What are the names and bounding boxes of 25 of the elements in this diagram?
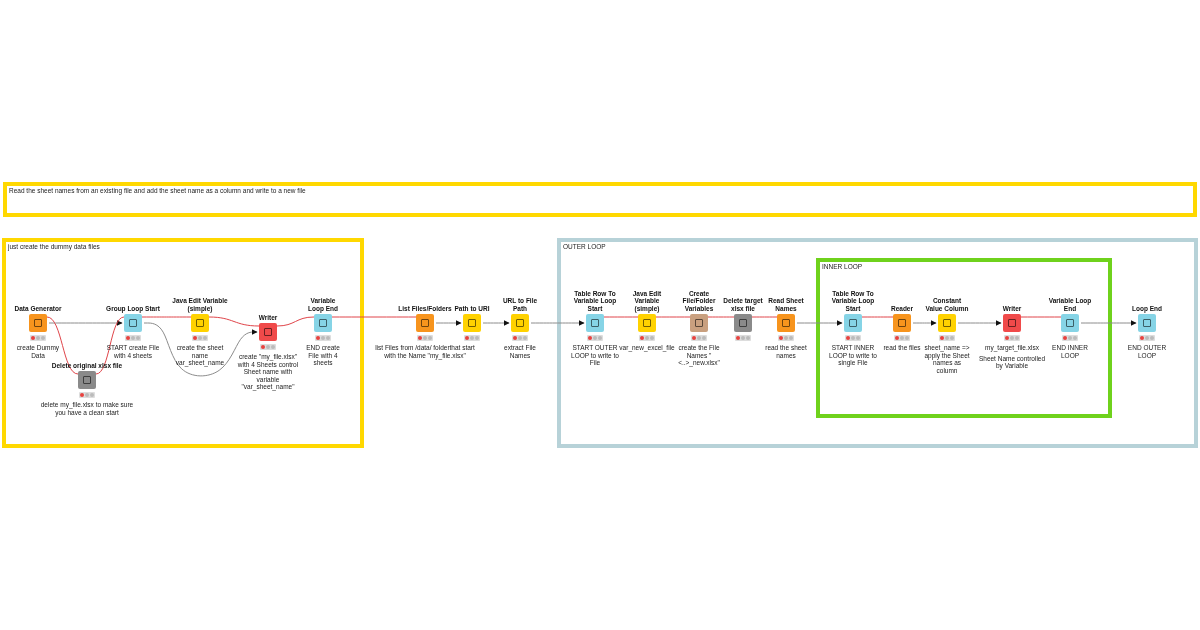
connector	[957, 320, 1002, 326]
connector	[208, 316, 260, 327]
annotation-box	[2, 238, 364, 448]
connector	[912, 320, 937, 326]
connector	[861, 316, 894, 318]
connector	[276, 316, 315, 327]
connector	[707, 316, 735, 318]
connector	[751, 316, 778, 318]
connector	[530, 320, 585, 326]
connector	[46, 316, 79, 375]
connector	[143, 322, 258, 377]
connector	[1080, 320, 1137, 326]
connector	[331, 316, 417, 318]
connector	[48, 320, 123, 326]
connector	[141, 316, 192, 318]
connector	[603, 316, 639, 318]
annotation-box	[3, 182, 1197, 217]
connector	[435, 320, 462, 326]
annotation-box	[816, 258, 1112, 418]
connector	[796, 320, 843, 326]
connector	[655, 316, 691, 318]
connector	[1020, 316, 1062, 318]
connector	[482, 320, 510, 326]
connector	[95, 316, 125, 375]
annotation-box	[557, 238, 1198, 448]
